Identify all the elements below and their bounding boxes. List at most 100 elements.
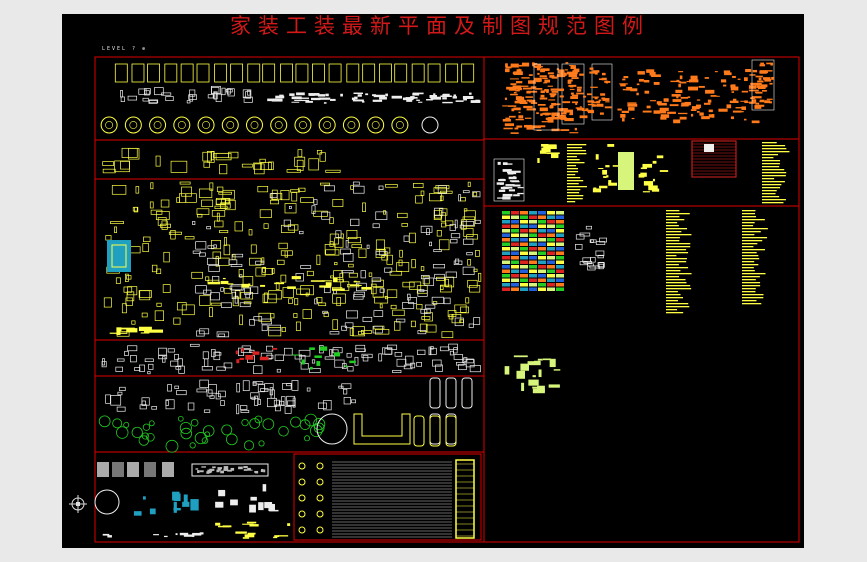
- legend-text: [652, 160, 657, 164]
- color-legend-cell: [547, 247, 555, 251]
- furniture-symbol: [353, 294, 364, 300]
- legend-text: [742, 234, 755, 236]
- legend-text: [762, 181, 785, 183]
- legend-text: [353, 281, 361, 283]
- dining-set-symbol: [325, 169, 341, 173]
- color-legend-cell: [556, 256, 564, 260]
- fixture-symbol: [343, 396, 351, 405]
- orange-legend-table: [569, 64, 574, 67]
- fixture-symbol: [276, 368, 281, 373]
- fixture-symbol: [403, 364, 413, 370]
- legend-table-frame: [561, 63, 585, 125]
- legend-block: [548, 384, 560, 388]
- color-legend-cell: [556, 251, 564, 255]
- cad-drawing-viewport[interactable]: 家装工装最新平面及制图规范图例 LEVEL ? ⊕: [62, 14, 804, 548]
- furniture-symbol: [142, 243, 149, 253]
- material-swatch: [222, 490, 226, 496]
- fixture-symbol: [332, 347, 343, 354]
- legend-text: [512, 184, 521, 187]
- fixture-symbol: [127, 95, 138, 101]
- color-legend-cell: [556, 211, 564, 215]
- legend-block: [521, 382, 525, 392]
- furniture-symbol: [300, 265, 312, 269]
- color-legend-cell: [538, 251, 546, 255]
- orange-legend-table: [744, 118, 747, 121]
- color-legend-cell: [511, 242, 519, 246]
- furniture-symbol: [278, 242, 288, 250]
- color-legend-cell: [511, 251, 519, 255]
- legend-text: [218, 525, 230, 528]
- fixture-symbol: [463, 357, 468, 362]
- furniture-symbol: [372, 223, 380, 229]
- legend-text: [742, 249, 765, 251]
- legend-text: [598, 167, 604, 170]
- furniture-symbol: [268, 326, 282, 337]
- pattern-swatch: [224, 468, 228, 471]
- furniture-symbol: [350, 185, 354, 190]
- legend-text: [666, 291, 678, 293]
- legend-text: [247, 532, 256, 535]
- furniture-symbol: [349, 327, 354, 336]
- orange-legend-table: [576, 107, 585, 111]
- legend-text: [246, 521, 257, 524]
- furniture-symbol: [375, 211, 388, 220]
- furniture-symbol: [206, 226, 211, 230]
- orange-legend-table: [705, 89, 715, 94]
- legend-text: [310, 280, 325, 282]
- furniture-symbol: [462, 190, 470, 194]
- furniture-symbol: [429, 193, 442, 202]
- plant-symbol: [180, 427, 193, 440]
- orange-legend-table: [556, 114, 566, 117]
- furniture-symbol: [448, 314, 454, 320]
- round-table-symbol: [221, 116, 239, 134]
- legend-text: [742, 294, 764, 296]
- orange-legend-table: [539, 107, 548, 112]
- lamp-symbol: [298, 494, 306, 502]
- furniture-symbol: [440, 285, 444, 290]
- orange-legend-table: [518, 111, 521, 114]
- dining-set-symbol: [297, 149, 303, 158]
- furniture-symbol: [192, 250, 201, 254]
- fixture-symbol: [220, 400, 225, 406]
- legend-text: [612, 165, 619, 167]
- furniture-symbol: [386, 289, 398, 298]
- furniture-symbol: [385, 184, 398, 188]
- fixture-symbol: [243, 96, 253, 103]
- legend-text: [666, 237, 680, 239]
- orange-legend-table: [569, 86, 574, 88]
- legend-text: [606, 175, 609, 178]
- orange-legend-table: [688, 79, 699, 83]
- orange-legend-table: [653, 110, 661, 114]
- color-legend-cell: [502, 260, 510, 264]
- furniture-symbol: [346, 230, 358, 239]
- orange-legend-table: [523, 105, 533, 109]
- furniture-symbol: [322, 310, 328, 314]
- legend-text: [289, 93, 295, 96]
- plant-symbol: [142, 423, 151, 431]
- orange-legend-table: [504, 123, 515, 127]
- fixture-symbol: [266, 345, 274, 352]
- fixture-symbol: [247, 90, 251, 96]
- color-legend-cell: [502, 211, 510, 215]
- dining-set-symbol: [294, 156, 306, 167]
- orange-legend-table: [678, 71, 684, 73]
- orange-legend-table: [592, 104, 600, 107]
- color-legend-cell: [520, 269, 528, 273]
- legend-text: [599, 185, 608, 189]
- legend-block: [553, 369, 561, 371]
- orange-legend-table: [623, 76, 629, 79]
- legend-text: [539, 150, 547, 154]
- fixture-symbol: [142, 97, 149, 102]
- furniture-symbol: [173, 317, 181, 325]
- legend-text: [333, 277, 338, 282]
- material-swatch: [230, 499, 238, 506]
- orange-legend-table: [621, 110, 629, 114]
- furniture-symbol: [121, 303, 127, 314]
- furniture-symbol: [162, 284, 171, 293]
- fixture-symbol: [355, 344, 366, 353]
- color-legend-cell: [529, 215, 537, 219]
- car-symbol: [445, 415, 457, 447]
- fixture-symbol: [158, 347, 167, 356]
- cad-drawing-canvas[interactable]: 家装工装最新平面及制图规范图例 LEVEL ? ⊕: [62, 14, 804, 548]
- orange-legend-table: [569, 88, 575, 90]
